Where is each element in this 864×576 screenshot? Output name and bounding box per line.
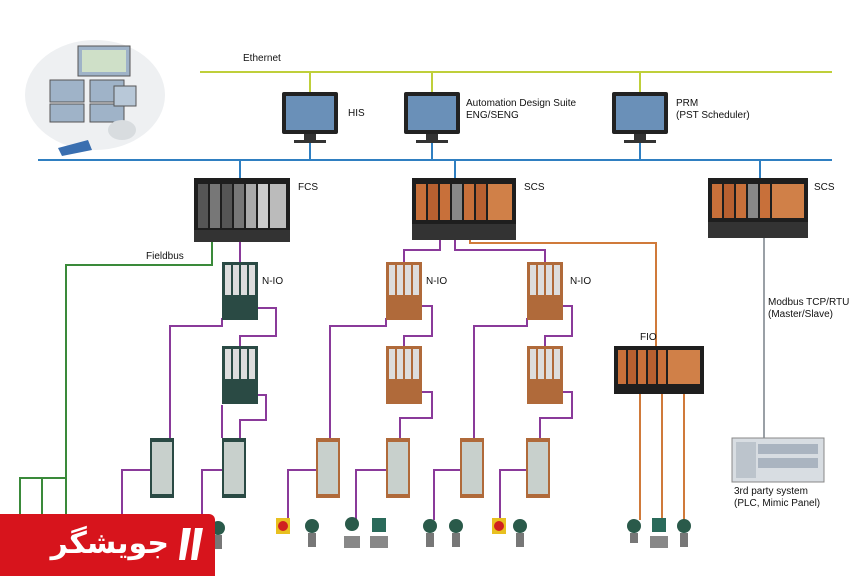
nio1-label: N-IO [262,276,283,287]
control-bus [38,143,832,178]
his-label: HIS [348,108,365,119]
scs-io-rack-2-icon [386,438,410,498]
third-party-panel-icon [731,437,825,483]
valve-icon [370,518,388,548]
emergency-stop-icon [492,518,506,534]
his-monitor-icon [282,92,338,143]
brand-logo: جویشگر [0,514,215,576]
fio-field-links [639,394,685,520]
ads-label-line2: ENG/SENG [466,110,519,121]
modbus-label-line1: Modbus TCP/RTU [768,297,849,308]
prm-label-line1: PRM [676,98,698,109]
nio3-label: N-IO [570,276,591,287]
nio2-label: N-IO [426,276,447,287]
third-party-line1: 3rd party system [734,486,808,497]
valve-icon [344,517,360,548]
scs-io-rack-4-icon [526,438,550,498]
scs-controller-1-icon [412,178,516,240]
nio-module-4-icon [386,346,422,404]
scs1-label: SCS [524,182,545,193]
brand-mark-icon [179,528,203,560]
fcs-io-rack-2-icon [222,438,246,498]
transmitter-icon [423,519,437,547]
scs-io-rack-3-icon [460,438,484,498]
vnet-ip-logo-icon [58,140,92,156]
transmitter-icon [449,519,463,547]
transmitter-icon [513,519,527,547]
fcs-io-rack-1-icon [150,438,174,498]
transmitter-icon [677,519,691,547]
ads-monitor-icon [404,92,460,143]
fio-label: FIO [640,332,657,343]
scs-io-rack-1-icon [316,438,340,498]
ethernet-network [200,71,832,92]
emergency-stop-icon [276,518,290,534]
modbus-label-line2: (Master/Slave) [768,309,833,320]
valve-icon [650,518,668,548]
scs1-io-links [287,240,573,520]
scs2-label: SCS [814,182,835,193]
fio-unit-icon [614,346,704,394]
prm-monitor-icon [612,92,668,143]
fieldbus-label: Fieldbus [146,251,184,262]
scs1-fio-link [469,240,657,346]
fcs-controller-icon [194,178,290,242]
scs-controller-2-icon [708,178,808,238]
ethernet-label: Ethernet [243,53,281,64]
prm-label-line2: (PST Scheduler) [676,110,750,121]
ads-label-line1: Automation Design Suite [466,98,577,109]
nio-module-3-icon [386,262,422,320]
nio-module-5-icon [527,262,563,320]
third-party-line2: (PLC, Mimic Panel) [734,498,820,509]
operator-screens-image [25,40,165,156]
nio-module-6-icon [527,346,563,404]
nio-module-2-icon [222,346,258,404]
field-devices [211,517,691,549]
fcs-label: FCS [298,182,318,193]
fieldbus-lines [19,242,213,520]
fcs-io-links [121,242,277,520]
brand-logo-text: جویشگر [50,526,169,561]
transmitter-icon [627,519,641,543]
transmitter-icon [305,519,319,547]
nio-module-1-icon [222,262,258,320]
